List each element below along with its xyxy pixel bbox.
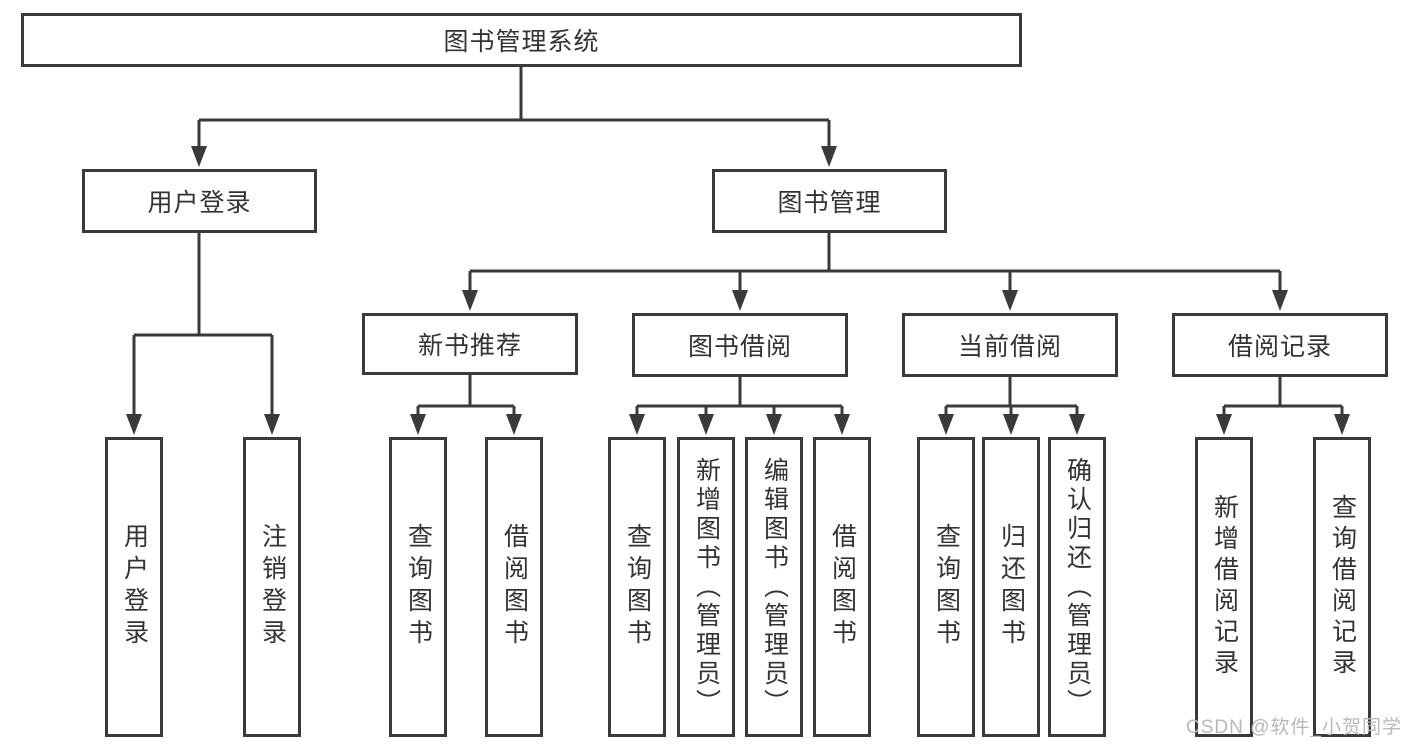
leaf-query-books-borrow: 查询图书 — [608, 437, 666, 737]
node-label: 借阅记录 — [1227, 333, 1332, 361]
node-label: 图书借阅 — [687, 333, 792, 361]
leaf-borrow-books-recommend: 借阅图书 — [485, 437, 543, 737]
leaf-edit-book-admin: 编辑图书（管理员） — [745, 437, 803, 737]
leaf-add-book-admin: 新增图书（管理员） — [677, 437, 735, 737]
edges-user-login-to-leaves — [126, 233, 280, 435]
leaf-label: 借阅图书 — [828, 523, 857, 651]
leaf-label: 新增图书（管理员） — [692, 456, 721, 718]
node-library-management-system: 图书管理系统 — [21, 13, 1022, 67]
node-borrow-records: 借阅记录 — [1172, 313, 1388, 377]
edges-new-book-recommend-to-leaves — [410, 375, 522, 435]
leaf-user-login: 用户登录 — [105, 437, 163, 737]
node-book-management: 图书管理 — [712, 169, 947, 233]
leaf-label: 查询图书 — [932, 523, 961, 651]
node-label: 当前借阅 — [957, 333, 1062, 361]
leaf-label: 查询图书 — [623, 523, 652, 651]
leaf-add-borrow-record: 新增借阅记录 — [1195, 437, 1253, 737]
leaf-label: 归还图书 — [997, 523, 1026, 651]
leaf-label: 新增借阅记录 — [1210, 494, 1239, 680]
edges-current-borrow-to-leaves — [938, 377, 1085, 435]
leaf-label: 编辑图书（管理员） — [760, 456, 789, 718]
leaf-query-books-recommend: 查询图书 — [389, 437, 447, 737]
node-current-borrow: 当前借阅 — [902, 313, 1118, 377]
node-user-login: 用户登录 — [82, 169, 317, 233]
leaf-borrow-books: 借阅图书 — [813, 437, 871, 737]
edges-book-management-to-level3 — [462, 233, 1288, 311]
leaf-query-books-current: 查询图书 — [917, 437, 975, 737]
leaf-label: 查询图书 — [404, 523, 433, 651]
node-label: 图书管理系统 — [443, 28, 600, 56]
node-book-borrow: 图书借阅 — [632, 313, 848, 377]
leaf-confirm-return-admin: 确认归还（管理员） — [1048, 437, 1106, 737]
edges-borrow-records-to-leaves — [1216, 377, 1350, 435]
leaf-label: 用户登录 — [120, 523, 149, 651]
leaf-label: 确认归还（管理员） — [1063, 456, 1092, 718]
node-label: 用户登录 — [147, 189, 252, 217]
leaf-return-book: 归还图书 — [982, 437, 1040, 737]
node-label: 图书管理 — [777, 189, 882, 217]
node-label: 新书推荐 — [417, 332, 522, 360]
csdn-watermark: CSDN @软件_小贺同学 — [1186, 717, 1402, 738]
leaf-label: 注销登录 — [258, 523, 287, 651]
edges-root-to-level2 — [191, 67, 837, 167]
leaf-logout: 注销登录 — [243, 437, 301, 737]
node-new-book-recommend: 新书推荐 — [362, 313, 578, 375]
edges-book-borrow-to-leaves — [629, 377, 850, 435]
leaf-label: 查询借阅记录 — [1328, 494, 1357, 680]
leaf-query-borrow-record: 查询借阅记录 — [1313, 437, 1371, 737]
leaf-label: 借阅图书 — [500, 523, 529, 651]
